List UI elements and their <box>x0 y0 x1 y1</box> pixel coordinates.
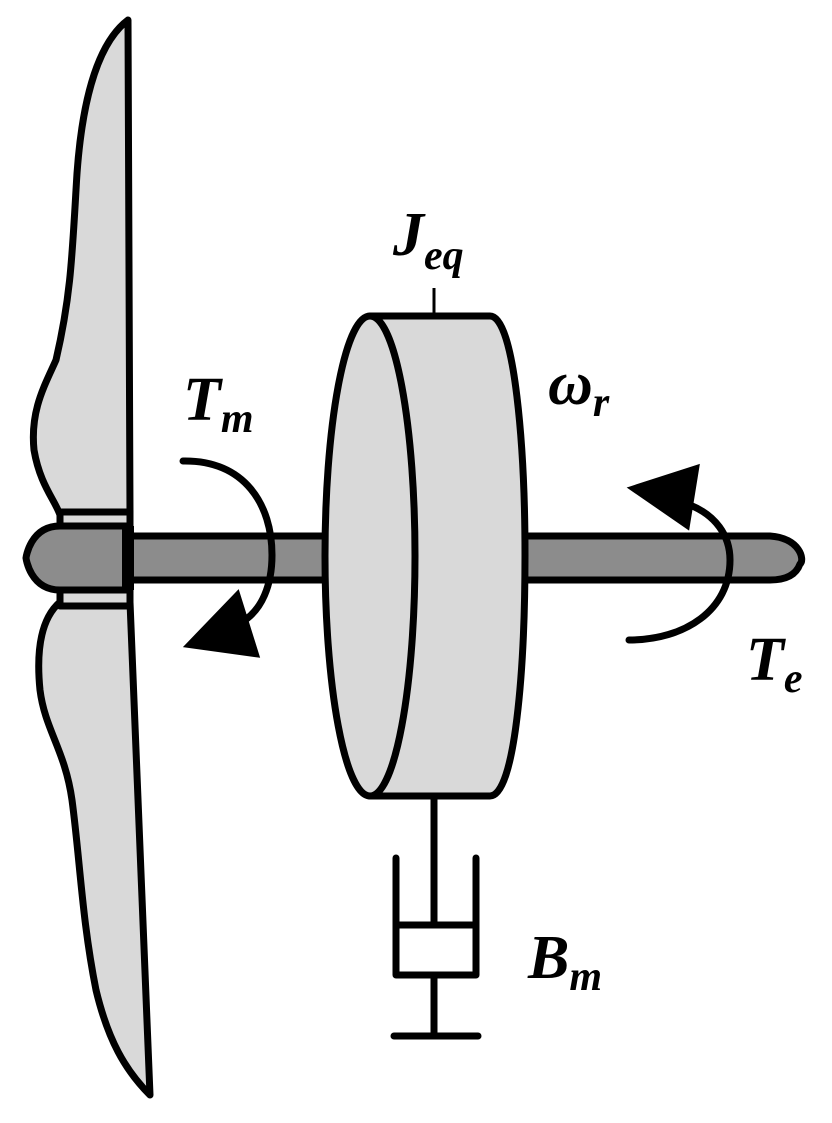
mech-torque-arrow <box>179 457 276 626</box>
damping-label: Bm <box>527 924 602 1000</box>
inertia-label: Jeq <box>392 201 464 279</box>
inertia-disc-face <box>321 312 419 800</box>
mech-torque-label: Tm <box>183 366 254 442</box>
rotor-speed-label: ωr <box>548 350 610 426</box>
elec-torque-label: Te <box>746 626 803 702</box>
hub <box>22 522 132 594</box>
lower-blade <box>35 598 154 1099</box>
elec-torque-arrow <box>625 501 734 644</box>
upper-blade <box>29 16 134 519</box>
elec-torque-arrowhead <box>626 463 700 531</box>
mech-torque-arrowhead <box>182 589 261 658</box>
